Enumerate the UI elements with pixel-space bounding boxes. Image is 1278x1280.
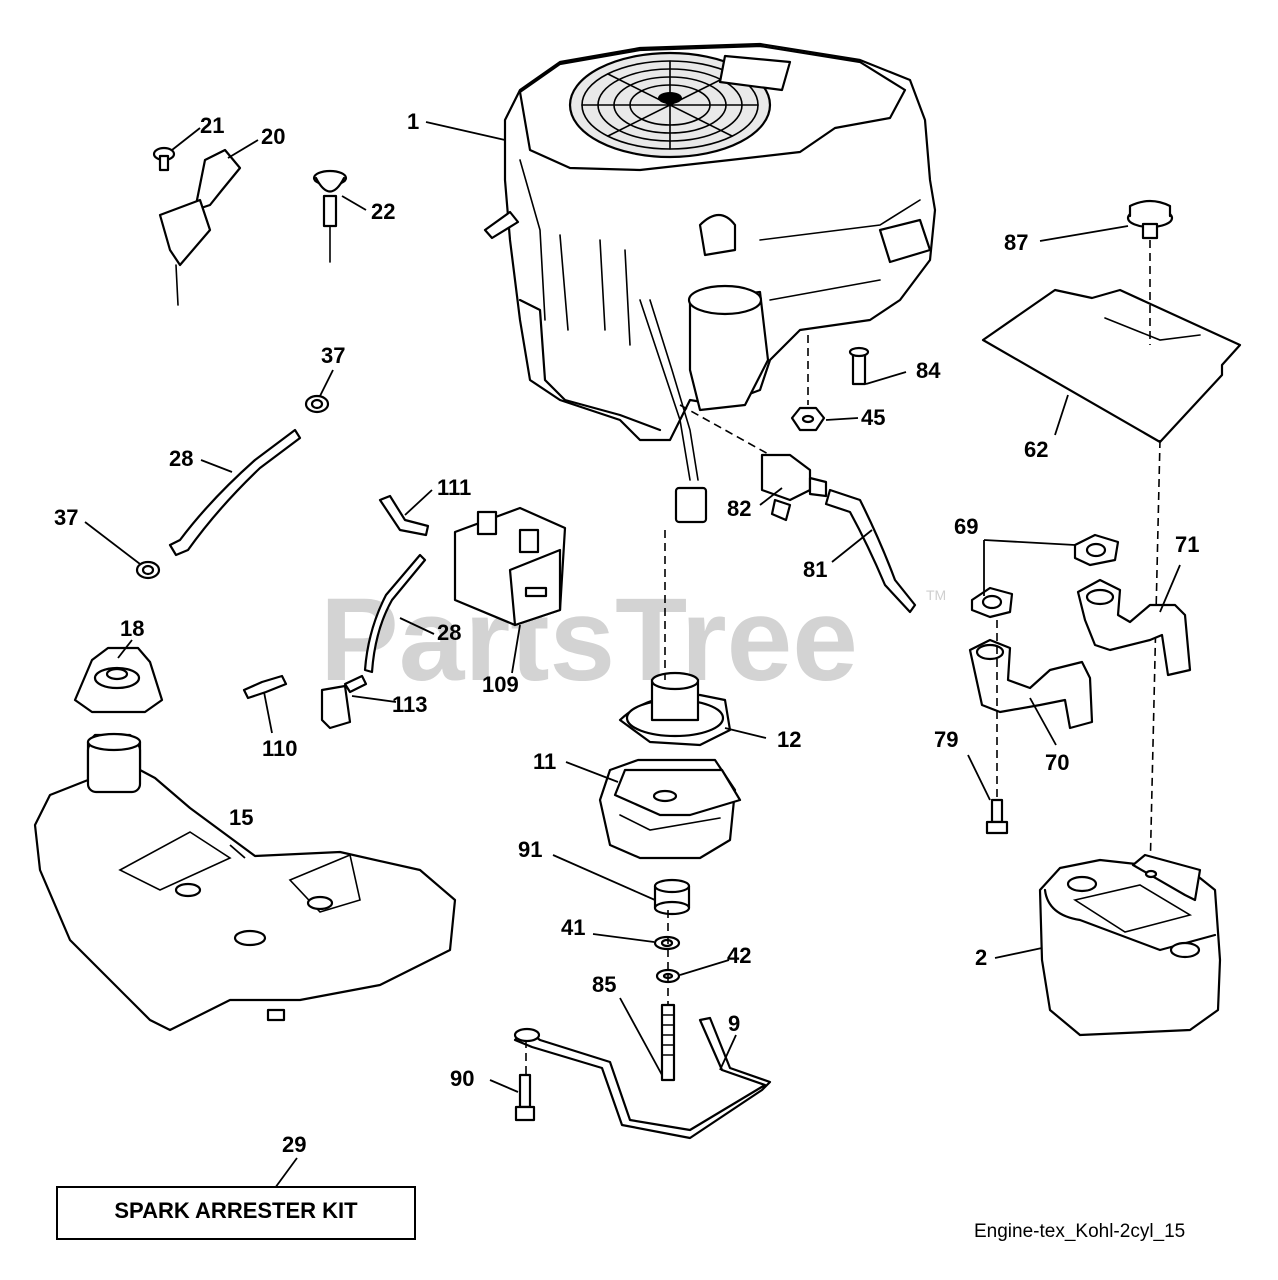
callout-41[interactable]: 41	[561, 915, 585, 940]
callout-37-bottom[interactable]: 37	[54, 505, 78, 530]
fuel-line-part-28-center[interactable]	[363, 553, 427, 674]
fuel-line-part-28-left[interactable]	[168, 428, 302, 557]
callout-1[interactable]: 1	[407, 109, 419, 134]
callout-85[interactable]: 85	[592, 972, 616, 997]
clutch-part-11[interactable]	[598, 758, 742, 860]
diagram-code: Engine-tex_Kohl-2cyl_15	[974, 1221, 1185, 1242]
callout-71[interactable]: 71	[1175, 532, 1199, 557]
callout-22[interactable]: 22	[371, 199, 395, 224]
cap-part-87[interactable]	[1126, 199, 1174, 240]
hose-part-81[interactable]	[824, 488, 917, 614]
bolt-part-84[interactable]	[848, 346, 870, 386]
callout-18[interactable]: 18	[120, 616, 144, 641]
fuel-cap-part-18[interactable]	[73, 646, 164, 714]
washer-part-41[interactable]	[653, 935, 681, 951]
callout-81[interactable]: 81	[803, 557, 827, 582]
nut-part-45[interactable]	[790, 406, 826, 432]
callout-15[interactable]: 15	[229, 805, 253, 830]
bolt-part-79[interactable]	[985, 798, 1009, 835]
watermark-text: PartsTree	[320, 574, 858, 706]
callout-79[interactable]: 79	[934, 727, 958, 752]
callout-12[interactable]: 12	[777, 727, 801, 752]
spark-arrester-kit-box[interactable]: SPARK ARRESTER KIT	[56, 1186, 416, 1240]
callout-109[interactable]: 109	[482, 672, 519, 697]
leader-lines	[84, 121, 1181, 1189]
hose-part-111[interactable]	[378, 494, 430, 537]
callout-69[interactable]: 69	[954, 514, 978, 539]
watermark-tm: TM	[926, 587, 946, 603]
heat-shield-part-62[interactable]	[981, 288, 1242, 444]
exhaust-pipe-part-71[interactable]	[1076, 578, 1192, 677]
bolt-part-85[interactable]	[660, 1003, 676, 1082]
gasket-part-69[interactable]	[970, 533, 1120, 619]
callout-20[interactable]: 20	[261, 124, 285, 149]
callout-84[interactable]: 84	[916, 358, 941, 383]
callout-87[interactable]: 87	[1004, 230, 1028, 255]
clamp-part-37-top[interactable]	[304, 394, 330, 414]
callout-labels: 1 21 20 22 37 28 37 87 84 45 62 82 81 11…	[54, 109, 1199, 1157]
callout-45[interactable]: 45	[861, 405, 885, 430]
callout-70[interactable]: 70	[1045, 750, 1069, 775]
callout-82[interactable]: 82	[727, 496, 751, 521]
callout-91[interactable]: 91	[518, 837, 542, 862]
callout-29[interactable]: 29	[282, 1132, 306, 1157]
callout-11[interactable]: 11	[533, 749, 556, 774]
engine-part-1[interactable]	[483, 42, 937, 524]
muffler-part-2[interactable]	[1038, 853, 1222, 1037]
bolt-part-21[interactable]	[152, 146, 176, 172]
callout-2[interactable]: 2	[975, 945, 987, 970]
callout-110[interactable]: 110	[262, 736, 298, 761]
spark-arrester-kit-label: SPARK ARRESTER KIT	[114, 1198, 358, 1223]
fuel-valve-part-82[interactable]	[760, 453, 828, 522]
dipstick-part-22[interactable]	[312, 169, 348, 263]
callout-42[interactable]: 42	[727, 943, 751, 968]
clamp-part-37-bottom[interactable]	[135, 560, 161, 580]
callout-28-center[interactable]: 28	[437, 620, 461, 645]
callout-9[interactable]: 9	[728, 1011, 740, 1036]
bracket-part-9[interactable]	[513, 1016, 772, 1140]
bushing-part-91[interactable]	[653, 878, 691, 916]
bolt-part-90[interactable]	[514, 1073, 536, 1122]
exhaust-pipe-part-70[interactable]	[968, 638, 1094, 730]
fuel-filter-part-109[interactable]	[453, 506, 567, 627]
callout-113[interactable]: 113	[392, 692, 428, 717]
throttle-control-part-20[interactable]	[158, 148, 242, 306]
callout-62[interactable]: 62	[1024, 437, 1048, 462]
callout-90[interactable]: 90	[450, 1066, 474, 1091]
callout-21[interactable]: 21	[200, 113, 224, 138]
callout-111[interactable]: 111	[437, 475, 471, 500]
callout-37-top[interactable]: 37	[321, 343, 345, 368]
pulley-part-12[interactable]	[618, 671, 732, 747]
connector-part-110[interactable]	[242, 674, 288, 700]
valve-part-113[interactable]	[320, 674, 368, 730]
callout-28-left[interactable]: 28	[169, 446, 193, 471]
fuel-tank-part-15[interactable]	[33, 732, 457, 1032]
